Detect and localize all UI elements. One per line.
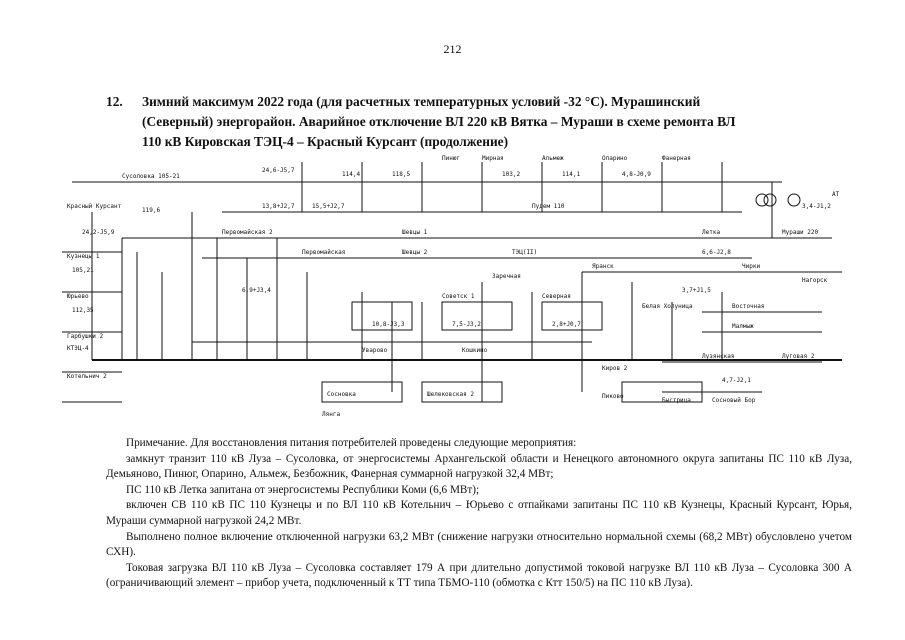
scheme-label: КТЭЦ-4: [67, 345, 89, 352]
scheme-label: Сосновый Бор: [712, 397, 756, 404]
scheme-label: Кузнецы 1: [67, 253, 100, 260]
scheme-label: Первомайская: [302, 249, 345, 256]
scheme-label: Белая Холуница: [642, 303, 693, 310]
section-title-line: (Северный) энергорайон. Аварийное отключ…: [142, 114, 736, 129]
page-number: 212: [443, 42, 462, 56]
scheme-flow: 6,6-J2,8: [702, 249, 731, 256]
section-number: 12.: [106, 94, 123, 109]
scheme-flow: 15,5+J2,7: [312, 203, 345, 210]
scheme-flow: 24,2-J5,9: [82, 229, 115, 236]
scheme-label: Шевцы 1: [402, 229, 428, 236]
scheme-label: Мураши 220: [782, 229, 819, 236]
scheme-label: Летка: [702, 229, 720, 236]
scheme-label: Восточная: [732, 303, 765, 310]
notes-title: Примечание. Для восстановления питания п…: [126, 437, 577, 449]
scheme-label: Кошкино: [462, 347, 488, 354]
scheme-label: Советск 1: [442, 293, 475, 300]
scheme-label: Пинюг: [442, 155, 460, 162]
scheme-flow: 24,6-J5,7: [262, 167, 295, 174]
scheme-label: Первомайская 2: [222, 229, 273, 236]
scheme-label: Шелековская 2: [427, 391, 474, 398]
scheme-label: ТЭЦ(II): [512, 249, 537, 256]
scheme-label: Лянга: [322, 411, 340, 418]
scheme-label: Нагорск: [802, 277, 828, 284]
scheme-label: Северная: [542, 293, 571, 300]
power-grid-scheme: Сусоловка 105-21 Красный Курсант Кузнецы…: [62, 152, 862, 422]
scheme-label: Фанерная: [662, 155, 691, 162]
scheme-flow: 10,8-J3,3: [372, 321, 405, 328]
scheme-label: Котельнич 2: [67, 373, 107, 380]
scheme-label: Заречная: [492, 273, 521, 280]
scheme-flow: 13,8+J2,7: [262, 203, 295, 210]
scheme-flow: 4,8-J0,9: [622, 171, 651, 178]
scheme-flow: 119,6: [142, 207, 160, 214]
scheme-flow: 4,7-J2,1: [722, 377, 751, 384]
section-title: Зимний максимум 2022 года (для расчетных…: [142, 92, 852, 152]
scheme-label: Пудем 110: [532, 203, 565, 210]
scheme-label: Гарбушки 2: [67, 333, 104, 340]
scheme-label: Киров 2: [602, 365, 628, 372]
section-title-line: Зимний максимум 2022 года (для расчетных…: [142, 94, 701, 109]
scheme-label: Сосновка: [327, 391, 356, 398]
notes-item: включен СВ 110 кВ ПС 110 Кузнецы и по ВЛ…: [106, 499, 852, 527]
scheme-label: Малмыж: [732, 323, 754, 330]
notes-item: Выполнено полное включение отключенной н…: [106, 530, 852, 559]
scheme-flow: 114,4: [342, 171, 360, 178]
scheme-label: Уварово: [362, 347, 388, 354]
notes-item: Токовая загрузка ВЛ 110 кВ Луза – Сусоло…: [106, 561, 852, 590]
scheme-label: Быстрица: [662, 397, 691, 404]
notes-item: ПС 110 кВ Летка запитана от энергосистем…: [126, 483, 480, 496]
scheme-flow: 6,9+J3,4: [242, 287, 271, 294]
scheme-label: АТ: [832, 191, 840, 198]
notes-block: Примечание. Для восстановления питания п…: [106, 436, 852, 592]
notes-item: замкнут транзит 110 кВ Луза – Сусоловка,…: [106, 452, 852, 481]
scheme-flow: 3,7+J1,5: [682, 287, 711, 294]
scheme-label: Сусоловка 105-21: [122, 173, 180, 180]
scheme-label: Чирки: [742, 263, 760, 270]
scheme-label: Альмеж: [542, 155, 564, 162]
scheme-label: Юрьево: [67, 293, 89, 300]
scheme-label: Опарино: [602, 155, 628, 162]
section-heading: 12. Зимний максимум 2022 года (для расче…: [106, 92, 852, 152]
scheme-label: Яранск: [592, 263, 614, 270]
scheme-flow: 3,4-J1,2: [802, 203, 831, 210]
scheme-label: Красный Курсант: [67, 203, 122, 210]
scheme-flow: 103,2: [502, 171, 520, 178]
scheme-flow: 2,8+J0,7: [552, 321, 581, 328]
scheme-flow: 7,5-J3,2: [452, 321, 481, 328]
scheme-flow: 112,35: [72, 307, 94, 314]
scheme-label: Шевцы 2: [402, 249, 428, 256]
scheme-label: Лузянская: [702, 353, 735, 360]
scheme-label: Мирная: [482, 155, 504, 162]
scheme-flow: 105,21: [72, 267, 94, 274]
scheme-flow: 118,5: [392, 171, 410, 178]
scheme-label: Луговая 2: [782, 353, 815, 360]
scheme-flow: 114,1: [562, 171, 580, 178]
scheme-label: Пиково: [602, 393, 624, 400]
section-title-line: 110 кВ Кировская ТЭЦ-4 – Красный Курсант…: [142, 134, 509, 149]
